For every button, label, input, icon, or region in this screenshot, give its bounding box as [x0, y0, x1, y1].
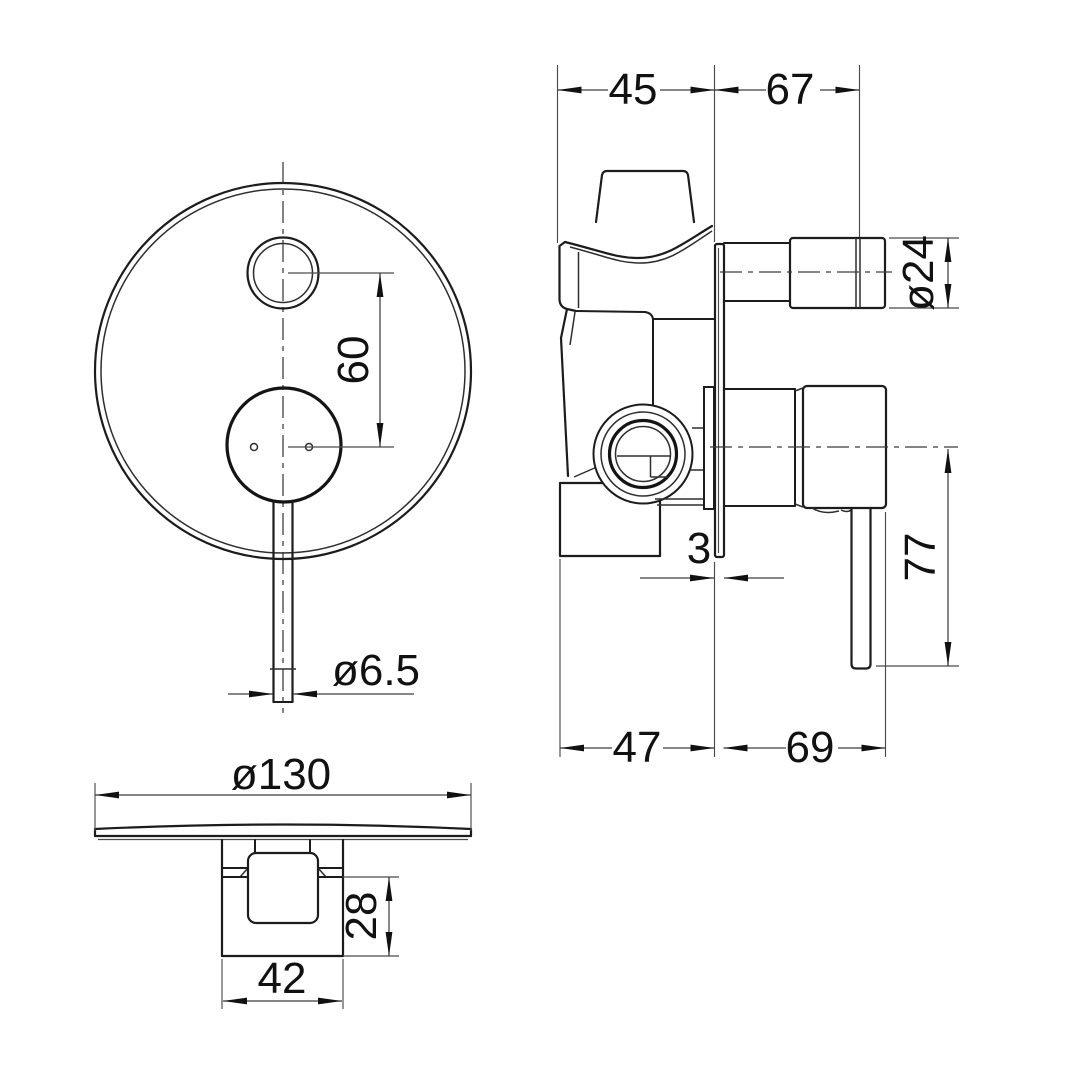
bottom-body	[220, 838, 345, 958]
side-wall-plate	[713, 242, 726, 559]
dim-label-42: 42	[258, 954, 307, 1003]
dim-label-d130: ø130	[231, 750, 331, 799]
dim-body-height: 28	[337, 876, 399, 957]
side-cartridge-knob	[594, 169, 696, 224]
dim-plate-thickness: 3	[640, 524, 784, 582]
dim-label-60: 60	[329, 336, 378, 385]
bottom-plate	[93, 823, 473, 841]
dim-button-diameter: ø24	[889, 235, 959, 311]
side-inlet-port	[592, 403, 694, 505]
dim-hole-spacing: 60	[288, 272, 394, 448]
bottom-view: ø130 28 42	[93, 750, 473, 1009]
dim-label-28: 28	[337, 892, 386, 941]
dim-label-67: 67	[766, 65, 815, 114]
front-plate-outer-circle	[93, 181, 473, 561]
dim-top-offsets: 45 67	[556, 65, 861, 243]
dim-label-3: 3	[687, 524, 711, 573]
dim-label-d24: ø24	[894, 235, 943, 311]
side-view: 45 67 ø24 3	[556, 65, 959, 772]
dim-label-77: 77	[896, 533, 945, 582]
front-handle-hub-circle	[225, 386, 343, 504]
dim-label-69: 69	[786, 723, 835, 772]
side-handle	[710, 384, 958, 670]
dim-label-47: 47	[613, 723, 662, 772]
bottom-handle-hub	[246, 851, 320, 925]
side-valve-body	[558, 169, 715, 558]
side-diverter-button	[720, 236, 892, 310]
dim-plate-diameter: ø130	[94, 750, 472, 831]
dim-body-width: 42	[221, 954, 344, 1009]
side-mounting-flange	[703, 386, 715, 510]
dim-label-d6-5: ø6.5	[332, 646, 420, 695]
front-lever	[270, 500, 296, 704]
front-view: 60 ø6.5	[93, 162, 473, 713]
dim-lever-length: 77	[876, 449, 959, 667]
dim-bottom-offsets: 47 69	[559, 512, 887, 772]
dim-lever-diameter: ø6.5	[228, 646, 420, 698]
front-pin-hole-left	[249, 442, 259, 452]
side-lever	[850, 506, 872, 670]
dim-label-45: 45	[609, 65, 658, 114]
front-plate-inner-circle	[100, 188, 466, 554]
